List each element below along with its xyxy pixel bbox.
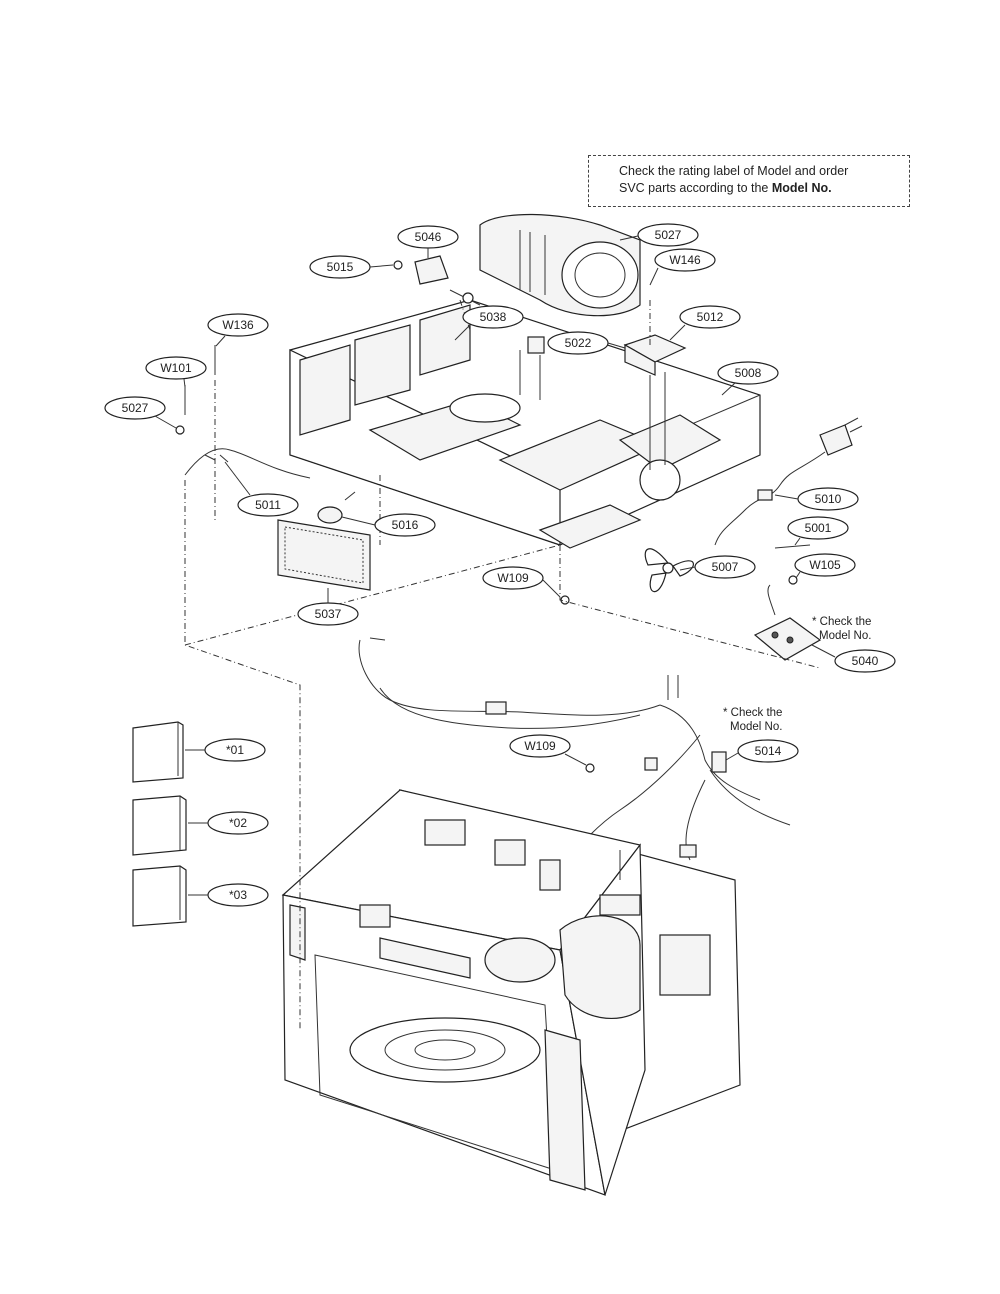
note-line-1: Check the rating label of Model and orde…: [619, 164, 849, 178]
balloon-01: *01: [185, 738, 266, 762]
label-w101: W101: [160, 361, 192, 375]
label-w146: W146: [669, 253, 701, 267]
balloon-5010: 5010: [774, 487, 859, 511]
balloon-5015: 5015: [309, 255, 394, 279]
kit-box-03: [132, 865, 187, 927]
screw-w105: [788, 575, 798, 585]
kit-box-01: [132, 721, 184, 783]
label-5027-left: 5027: [122, 401, 149, 415]
check-model-callout-pcb: * Check the Model No.: [812, 615, 871, 643]
oven-cavity-assembly: [281, 789, 741, 1196]
balloon-w146: W146: [649, 248, 716, 286]
note-line-2-prefix: SVC parts according to the: [619, 181, 769, 195]
label-5007: 5007: [712, 560, 739, 574]
callout-pcb-line1: * Check the: [812, 616, 872, 628]
rating-label-note: Check the rating label of Model and orde…: [588, 155, 910, 207]
fan-motor-5027: [479, 213, 641, 317]
label-5016: 5016: [392, 518, 419, 532]
kit-box-02: [132, 795, 187, 856]
label-w109-upper: W109: [497, 571, 529, 585]
label-5010: 5010: [815, 492, 842, 506]
label-02: *02: [229, 816, 247, 830]
callout-pcb-line2: Model No.: [819, 630, 872, 642]
pcb-5040: [753, 584, 822, 661]
note-line-2-bold: Model No.: [771, 181, 832, 195]
balloon-5001: 5001: [787, 516, 849, 546]
harness-5014: [358, 637, 791, 861]
balloon-5014: 5014: [725, 739, 799, 763]
balloon-w109-upper: W109: [482, 566, 561, 598]
label-w136: W136: [222, 318, 254, 332]
label-5046: 5046: [415, 230, 442, 244]
balloon-5007: 5007: [679, 555, 756, 579]
wire-5011: [184, 448, 311, 479]
balloon-03: *03: [188, 883, 269, 907]
label-5015: 5015: [327, 260, 354, 274]
sensor-5016: [317, 491, 356, 524]
clip-5027: [175, 425, 185, 435]
label-5040: 5040: [852, 654, 879, 668]
balloon-5011: 5011: [224, 461, 299, 517]
balloon-5046: 5046: [397, 225, 459, 258]
balloon-w109-lower: W109: [509, 734, 587, 766]
balloon-02: *02: [188, 811, 269, 835]
balloon-5027-top: 5027: [619, 223, 699, 247]
balloon-5012: 5012: [669, 305, 741, 341]
balloon-w136: W136: [207, 313, 269, 347]
label-5037: 5037: [315, 607, 342, 621]
label-5014: 5014: [755, 744, 782, 758]
balloon-5038: 5038: [454, 305, 524, 341]
callout-harness-line2: Model No.: [730, 721, 783, 733]
assembly-guide-lines: [184, 299, 821, 1030]
balloon-5037: 5037: [297, 588, 359, 626]
balloon-5008: 5008: [717, 361, 779, 396]
part-5001: [774, 544, 811, 549]
screw-w109-upper: [560, 595, 570, 605]
balloon-w101: W101: [145, 356, 207, 388]
label-5008: 5008: [735, 366, 762, 380]
balloon-5027-left: 5027: [104, 396, 177, 429]
label-5038: 5038: [480, 310, 507, 324]
label-5022: 5022: [565, 336, 592, 350]
screw-w109-lower: [585, 763, 595, 773]
label-5001: 5001: [805, 521, 832, 535]
callout-harness-line1: * Check the: [723, 707, 783, 719]
bracket-5046: [393, 255, 481, 306]
power-cord-5010: [714, 417, 863, 546]
plate-5022: [527, 336, 545, 354]
balloon-5040: 5040: [811, 644, 896, 673]
label-5011: 5011: [255, 498, 281, 512]
balloon-5022: 5022: [547, 331, 626, 355]
label-w105: W105: [809, 558, 841, 572]
damper-5012: [623, 334, 687, 470]
check-model-callout-harness: * Check the Model No.: [723, 706, 782, 734]
label-w109-lower: W109: [524, 739, 556, 753]
fan-blade-5007: [644, 548, 694, 593]
balloon-5016: 5016: [341, 513, 436, 537]
note-line-2: SVC parts according to the Model No.: [619, 180, 909, 197]
label-5012: 5012: [697, 310, 724, 324]
balloon-w105: W105: [794, 553, 856, 579]
label-5027-top: 5027: [655, 228, 682, 242]
label-01: *01: [226, 743, 244, 757]
label-03: *03: [229, 888, 247, 902]
base-plate-assembly: [289, 299, 761, 549]
grille-filter-5037: [277, 519, 371, 591]
